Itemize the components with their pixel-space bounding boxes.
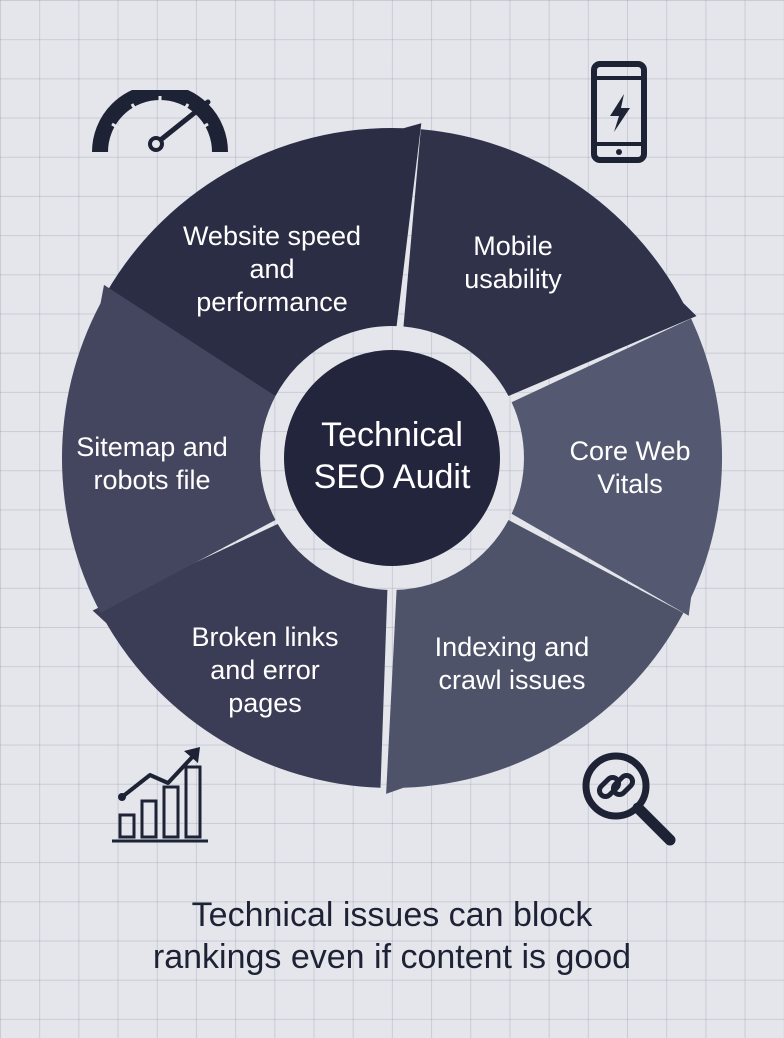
segment-label-mobile-usability: Mobile usability <box>464 231 562 294</box>
segment-indexing-crawl <box>386 520 684 794</box>
mobile-phone-lightning-icon <box>591 61 647 163</box>
segment-label-indexing-crawl: Indexing and crawl issues <box>434 632 590 695</box>
link-search-magnifier-icon <box>582 752 676 846</box>
segment-label-core-web-vitals: Core Web Vitals <box>569 436 691 499</box>
segment-mobile-usability <box>403 129 697 397</box>
segment-core-web-vitals <box>511 318 723 616</box>
segment-label-sitemap-robots: Sitemap and robots file <box>76 432 228 495</box>
segment-website-speed <box>100 123 422 397</box>
segment-sitemap-robots <box>61 284 276 613</box>
segment-label-website-speed: Website speed and performance <box>182 221 362 317</box>
segment-label-broken-links: Broken links and error pages <box>191 622 339 718</box>
center-title: Technical SEO Audit <box>313 416 471 496</box>
center-hub <box>284 350 500 566</box>
growth-bar-chart-icon <box>112 747 208 843</box>
footer-note: Technical issues can block rankings even… <box>152 896 632 976</box>
speedometer-icon <box>92 90 228 153</box>
segment-broken-links <box>92 524 388 788</box>
